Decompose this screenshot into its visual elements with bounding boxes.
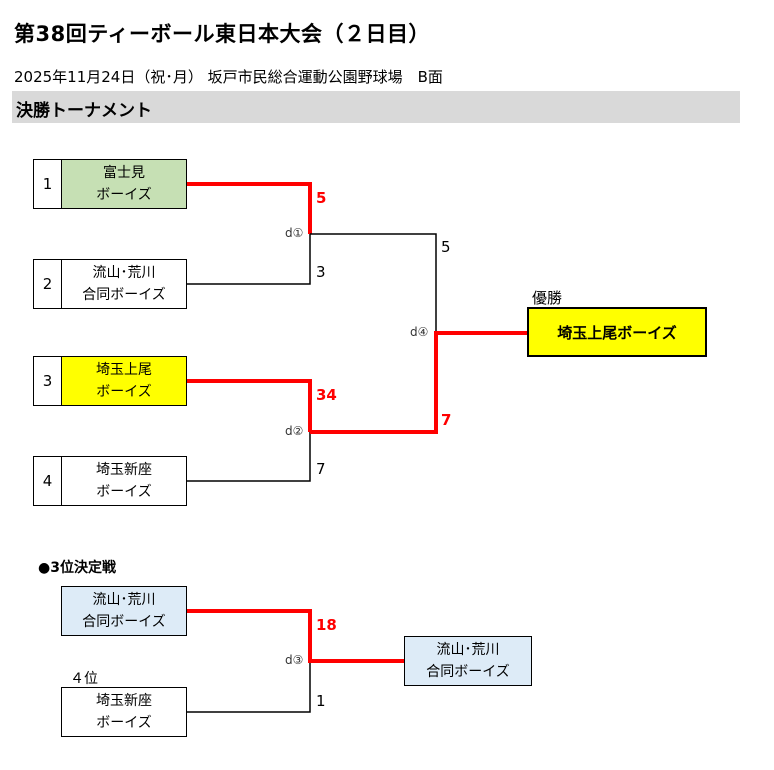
line-team2 [186, 234, 311, 285]
champion-label: 優勝 [532, 289, 563, 307]
line-g2-winner-win [310, 333, 438, 434]
team-3-name-line2: ボーイズ [96, 384, 152, 400]
seed-3: 3 [33, 356, 61, 406]
line-g1-winner [310, 233, 437, 333]
team-4-name-line1: 埼玉新座 [96, 462, 152, 478]
third-bottom-box: 埼玉新座 ボーイズ [61, 687, 187, 737]
team-2-name-line2: 合同ボーイズ [82, 287, 166, 303]
score-g1-team2: 3 [316, 263, 326, 281]
score-g2-team4: 7 [316, 460, 326, 478]
section-header: 決勝トーナメント [12, 91, 740, 123]
fourth-place-label: ４位 [70, 671, 98, 687]
section-title: 決勝トーナメント [16, 101, 152, 121]
team-2-name-line1: 流山･荒川 [92, 265, 156, 281]
team-3-name-line1: 埼玉上尾 [96, 362, 152, 378]
line-third-top-win [186, 609, 312, 661]
seed-1: 1 [33, 159, 61, 209]
event-date-venue: 2025年11月24日（祝･月） 坂戸市民総合運動公園野球場 B面 [14, 68, 443, 86]
team-2-box: 流山･荒川 合同ボーイズ [61, 259, 187, 309]
score-g1-team1: 5 [316, 189, 327, 207]
game-label-3: d③ [285, 653, 304, 667]
team-1-name-line1: 富士見 [103, 165, 145, 181]
third-winner-box: 流山･荒川 合同ボーイズ [404, 636, 532, 686]
line-team3-win [186, 379, 312, 432]
line-team1-win [186, 182, 312, 234]
game-label-2: d② [285, 424, 304, 438]
third-bottom-line1: 埼玉新座 [96, 693, 152, 709]
champion-box: 埼玉上尾ボーイズ [527, 307, 707, 357]
third-top-line2: 合同ボーイズ [82, 614, 166, 630]
score-g2-team3: 34 [316, 386, 337, 404]
team-1-box: 富士見 ボーイズ [61, 159, 187, 209]
game-label-4: d④ [410, 325, 429, 339]
seed-4: 4 [33, 456, 61, 506]
team-1-name-line2: ボーイズ [96, 187, 152, 203]
score-final-top: 5 [441, 238, 451, 256]
third-top-box: 流山･荒川 合同ボーイズ [61, 586, 187, 636]
team-3-box: 埼玉上尾 ボーイズ [61, 356, 187, 406]
third-top-line1: 流山･荒川 [92, 592, 156, 608]
line-third-bottom [186, 661, 311, 713]
champion-name: 埼玉上尾ボーイズ [557, 323, 677, 342]
score-g3-bottom: 1 [316, 692, 326, 710]
third-winner-line2: 合同ボーイズ [426, 664, 510, 680]
score-g3-top: 18 [316, 616, 337, 634]
line-team4 [186, 432, 311, 482]
third-bottom-line2: ボーイズ [96, 715, 152, 731]
team-4-box: 埼玉新座 ボーイズ [61, 456, 187, 506]
team-4-name-line2: ボーイズ [96, 484, 152, 500]
seed-2: 2 [33, 259, 61, 309]
third-winner-line1: 流山･荒川 [436, 642, 500, 658]
page-title: 第38回ティーボール東日本大会（２日目） [14, 22, 430, 46]
score-final-bottom: 7 [441, 411, 452, 429]
third-place-heading: ●3位決定戦 [38, 560, 116, 576]
game-label-1: d① [285, 226, 304, 240]
